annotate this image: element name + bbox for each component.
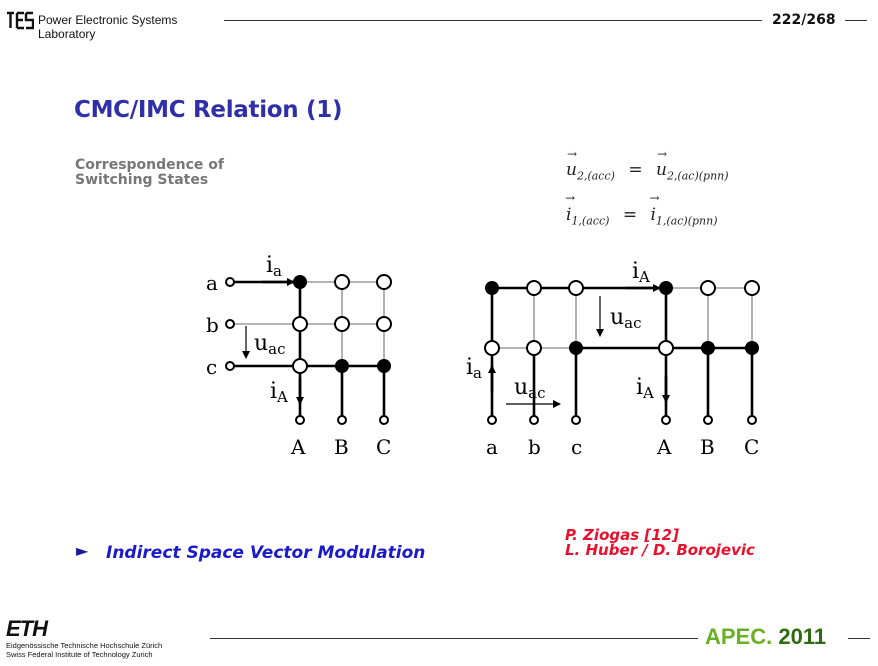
cmc-switch-cC bbox=[377, 359, 391, 373]
slide-subtitle: Correspondence of Switching States bbox=[75, 158, 265, 188]
cmc-terminal-b bbox=[225, 319, 235, 329]
imc-diagram: a b c A B C iA iA ia uac uac bbox=[466, 259, 760, 459]
imc-switch-bp bbox=[526, 280, 542, 296]
cmc-switch-bB bbox=[334, 316, 350, 332]
header-rule bbox=[224, 20, 762, 21]
imc-uac-top-label: uac bbox=[610, 305, 642, 332]
pes-logo-icon bbox=[7, 11, 34, 30]
imc-label-c: c bbox=[571, 435, 582, 459]
subtitle-line2: Switching States bbox=[75, 172, 209, 188]
cmc-iA-label: iA bbox=[270, 379, 288, 406]
equation-voltage: →u2,(acc) = →u2,(ac)(pnn) bbox=[566, 147, 729, 183]
imc-iA-bot-label: iA bbox=[636, 375, 654, 402]
cmc-switch-aB bbox=[334, 274, 350, 290]
imc-label-C: C bbox=[744, 435, 759, 459]
imc-ia-label: ia bbox=[466, 355, 482, 382]
imc-iA-top-label: iA bbox=[632, 259, 650, 286]
imc-label-b: b bbox=[528, 435, 541, 459]
cmc-terminal-B bbox=[337, 415, 347, 425]
imc-terminal-A bbox=[661, 415, 671, 425]
imc-switch-Cp bbox=[744, 280, 760, 296]
imc-switch-ap bbox=[485, 281, 499, 295]
imc-switch-Ap bbox=[659, 281, 673, 295]
bullet-text: Indirect Space Vector Modulation bbox=[106, 543, 426, 563]
lab-name-line2: Laboratory bbox=[38, 27, 96, 41]
page-number: 222/268 bbox=[772, 12, 836, 28]
imc-terminal-c bbox=[571, 415, 581, 425]
cmc-switch-bC bbox=[376, 316, 392, 332]
imc-terminal-B bbox=[703, 415, 713, 425]
eth-name-line2: Swiss Federal Institute of Technology Zu… bbox=[6, 650, 153, 659]
apec-logo: APEC. 2011 bbox=[705, 624, 827, 649]
cmc-switch-bA bbox=[292, 316, 308, 332]
imc-uac-bot-label: uac bbox=[514, 375, 546, 402]
cmc-label-a: a bbox=[206, 271, 218, 295]
lab-name-line1: Power Electronic Systems bbox=[38, 13, 178, 27]
imc-switch-An bbox=[658, 340, 674, 356]
slide-title: CMC/IMC Relation (1) bbox=[74, 97, 343, 123]
imc-label-A: A bbox=[656, 435, 672, 459]
imc-switch-an bbox=[484, 340, 500, 356]
imc-switch-bn bbox=[526, 340, 542, 356]
imc-switch-Bp bbox=[700, 280, 716, 296]
cmc-switch-cA bbox=[292, 358, 308, 374]
imc-switch-cn bbox=[569, 341, 583, 355]
imc-label-a: a bbox=[486, 435, 498, 459]
cmc-diagram: a b c A B C ia iA uac bbox=[206, 253, 392, 459]
imc-label-B: B bbox=[700, 435, 715, 459]
cmc-terminal-C bbox=[379, 415, 389, 425]
reference-line2: L. Huber / D. Borojevic bbox=[565, 541, 755, 559]
imc-switch-Bn bbox=[701, 341, 715, 355]
imc-terminal-C bbox=[747, 415, 757, 425]
bullet-triangle-icon: ► bbox=[76, 541, 89, 560]
cmc-ia-label: ia bbox=[266, 253, 282, 280]
cmc-switch-cB bbox=[335, 359, 349, 373]
cmc-terminal-A bbox=[295, 415, 305, 425]
eth-logo: ETH bbox=[6, 616, 48, 641]
cmc-terminal-a bbox=[225, 277, 235, 287]
cmc-label-b: b bbox=[206, 313, 219, 337]
reference-line1: P. Ziogas [12] bbox=[565, 526, 679, 544]
imc-switch-Cn bbox=[745, 341, 759, 355]
cmc-uac-label: uac bbox=[254, 331, 286, 358]
cmc-switch-aC bbox=[376, 274, 392, 290]
footer-rule bbox=[210, 638, 698, 639]
header-rule-right bbox=[845, 20, 867, 21]
cmc-label-A: A bbox=[290, 435, 306, 459]
equation-current: →i1,(acc) = →i1,(ac)(pnn) bbox=[565, 191, 718, 228]
references: P. Ziogas [12] L. Huber / D. Borojevic bbox=[565, 528, 755, 558]
eth-name: Eidgenössische Technische Hochschule Zür… bbox=[6, 641, 162, 659]
imc-switch-cp bbox=[568, 280, 584, 296]
cmc-label-c: c bbox=[206, 355, 217, 379]
cmc-terminal-c bbox=[225, 361, 235, 371]
cmc-label-B: B bbox=[334, 435, 349, 459]
imc-terminal-a bbox=[487, 415, 497, 425]
eth-name-line1: Eidgenössische Technische Hochschule Zür… bbox=[6, 641, 163, 650]
lab-name: Power Electronic Systems Laboratory bbox=[38, 13, 177, 41]
footer-rule-right bbox=[848, 638, 870, 639]
subtitle-line1: Correspondence of bbox=[75, 157, 224, 173]
cmc-label-C: C bbox=[376, 435, 391, 459]
cmc-switch-aA bbox=[293, 275, 307, 289]
imc-terminal-b bbox=[529, 415, 539, 425]
